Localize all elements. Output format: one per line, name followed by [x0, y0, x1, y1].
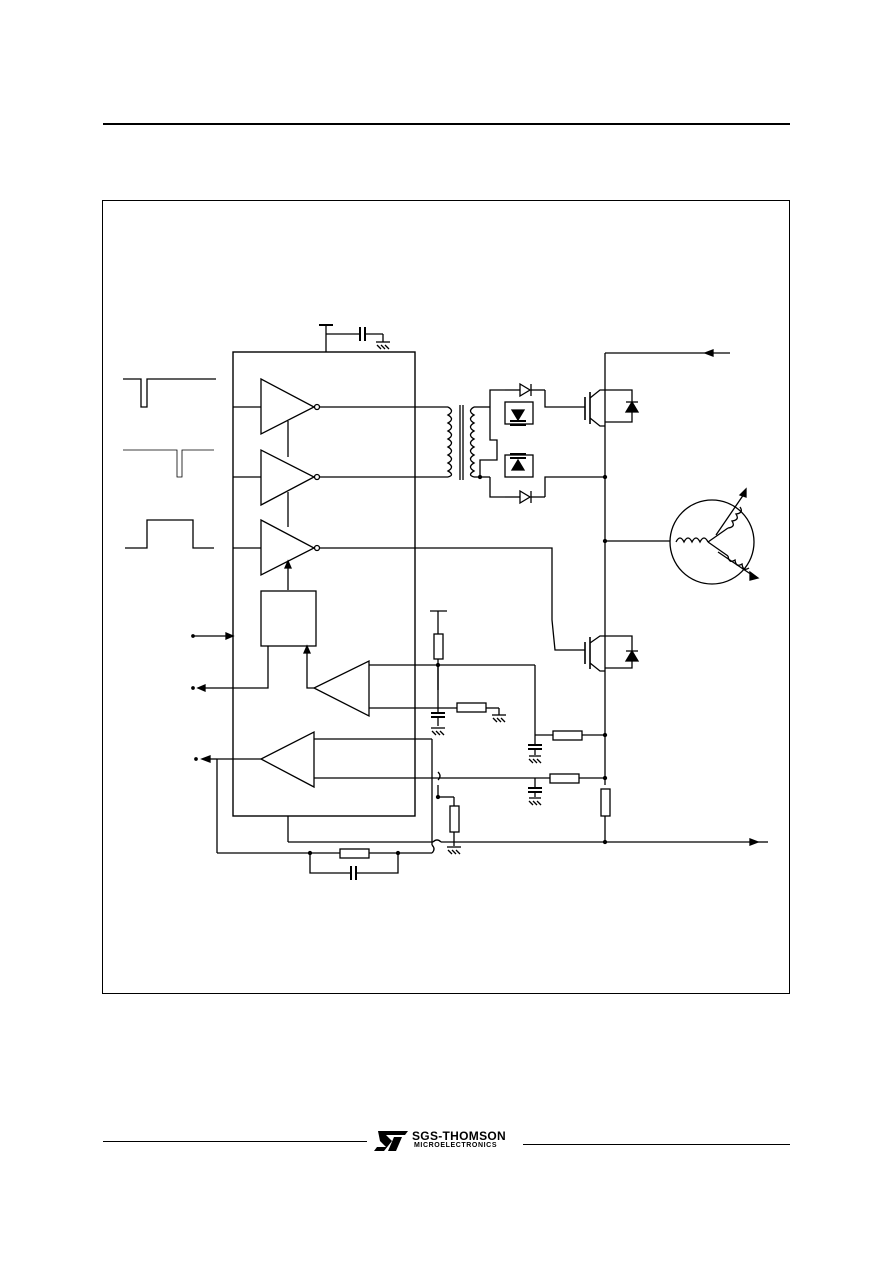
logo-subtitle: MICROELECTRONICS — [414, 1142, 498, 1149]
bias-network — [430, 610, 608, 764]
current-sense-network — [287, 665, 768, 855]
feedback-rc — [217, 738, 435, 880]
footer-rule-left — [103, 1141, 367, 1142]
motor-symbol — [605, 487, 760, 585]
ic-body — [232, 351, 416, 817]
logo-name: SGS-THOMSON — [412, 1129, 506, 1143]
input-waveforms — [123, 378, 216, 549]
igbt-high-side — [584, 349, 730, 600]
company-logo: SGS-THOMSON MICROELECTRONICS — [374, 1128, 524, 1154]
st-logo-icon — [374, 1131, 408, 1151]
footer-rule-right — [523, 1144, 790, 1145]
gate-drive-network — [477, 382, 605, 505]
comparator-2 — [194, 730, 432, 853]
transformer — [415, 405, 490, 480]
comparator-1 — [303, 644, 535, 718]
page-footer: SGS-THOMSON MICROELECTRONICS — [103, 1128, 790, 1154]
supply-pin — [319, 324, 390, 352]
buffer-3 — [233, 518, 415, 577]
igbt-low-side — [415, 547, 640, 785]
buffer-2 — [233, 448, 415, 507]
logic-block — [260, 590, 317, 647]
header-rule — [103, 123, 790, 125]
figure-frame — [102, 200, 790, 994]
buffer-1 — [233, 377, 415, 436]
